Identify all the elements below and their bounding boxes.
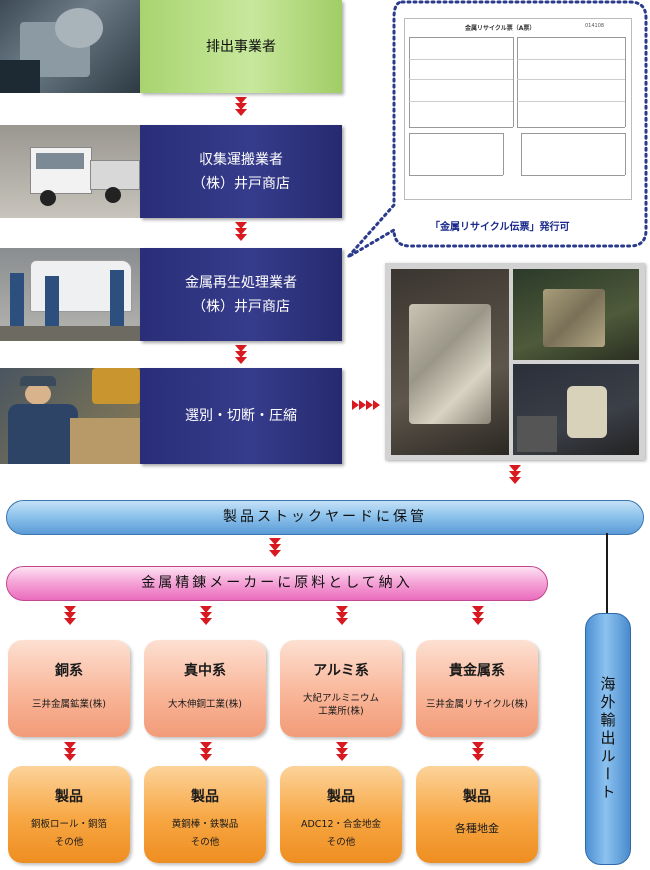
category-company: 三井金属鉱業(株) [32,699,106,710]
slip-title: 金属リサイクル票（A票） [465,25,536,32]
down-arrow-icon [64,742,76,761]
down-arrow-icon [235,97,247,116]
step-label: 収集運搬業者 [199,151,283,168]
step-recycler: 金属再生処理業者 （株）井戸商店 [140,248,342,341]
product-desc: 黄銅棒・鉄製品 その他 [171,819,239,848]
down-arrow-icon [269,538,281,557]
step-label: 金属再生処理業者 [185,274,297,291]
bag-photo [513,364,639,455]
down-arrow-icon [472,742,484,761]
product-aluminum: 製品 ADC12・合金地金 その他 [280,766,402,863]
category-precious-metal: 貴金属系 三井金属リサイクル(株) [416,640,538,737]
factory-machine-photo [0,0,140,93]
right-arrow-icon [352,400,380,410]
product-name: 製品 [191,789,219,805]
worker-sorting-photo [0,368,140,464]
product-name: 製品 [327,789,355,805]
category-name: 真中系 [184,663,226,679]
step-company: （株）井戸商店 [192,175,290,192]
step-company: （株）井戸商店 [192,298,290,315]
overseas-export-route: 海外輸出ルート [585,613,631,865]
product-name: 製品 [463,789,491,805]
step-label: 排出事業者 [206,38,276,55]
bale-photo-small [513,269,639,360]
bale-photo-large [391,269,509,455]
category-name: アルミ系 [313,663,369,679]
slip-caption: 「金属リサイクル伝票」発行可 [430,222,570,233]
refinery-bar: 金属精錬メーカーに原料として納入 [6,566,548,601]
slip-number: 014108 [585,23,605,29]
category-copper: 銅系 三井金属鉱業(株) [8,640,130,737]
category-company: 三井金属リサイクル(株) [426,699,528,710]
truck-photo [0,125,140,218]
product-desc: 銅板ロール・銅箔 その他 [30,819,107,848]
step-collector: 収集運搬業者 （株）井戸商店 [140,125,342,218]
down-arrow-icon [235,222,247,241]
recycle-slip-form: 金属リサイクル票（A票） 014108 [404,18,632,200]
overseas-label: 海外輸出ルート [598,676,617,802]
product-precious-metal: 製品 各種地金 [416,766,538,863]
refinery-label: 金属精錬メーカーに原料として納入 [141,575,413,591]
step-generator: 排出事業者 [140,0,342,93]
van-workers-photo [0,248,140,341]
down-arrow-icon [509,465,521,484]
down-arrow-icon [472,606,484,625]
category-company: 大紀アルミニウム 工業所(株) [303,693,379,717]
product-desc: 各種地金 [455,822,499,835]
down-arrow-icon [336,742,348,761]
product-name: 製品 [55,789,83,805]
product-brass: 製品 黄銅棒・鉄製品 その他 [144,766,266,863]
down-arrow-icon [336,606,348,625]
stockyard-label: 製品ストックヤードに保管 [223,509,427,525]
category-aluminum: アルミ系 大紀アルミニウム 工業所(株) [280,640,402,737]
down-arrow-icon [200,742,212,761]
step-processing: 選別・切断・圧縮 [140,368,342,464]
category-company: 大木伸銅工業(株) [168,699,242,710]
stockyard-bar: 製品ストックヤードに保管 [6,500,644,535]
compressed-metal-photos [385,263,645,460]
overseas-connector [606,533,608,613]
down-arrow-icon [200,606,212,625]
product-desc: ADC12・合金地金 その他 [300,819,382,848]
step-label: 選別・切断・圧縮 [185,408,297,424]
category-name: 銅系 [55,663,83,679]
down-arrow-icon [235,345,247,364]
category-brass: 真中系 大木伸銅工業(株) [144,640,266,737]
category-name: 貴金属系 [449,663,505,679]
down-arrow-icon [64,606,76,625]
product-copper: 製品 銅板ロール・銅箔 その他 [8,766,130,863]
